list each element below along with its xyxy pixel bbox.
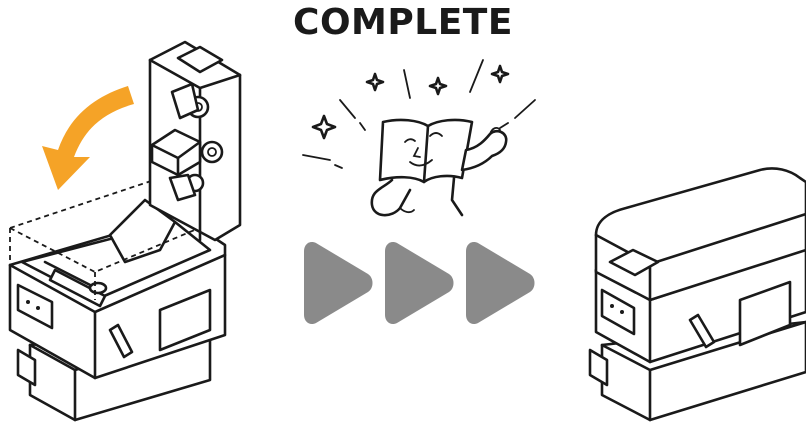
chevron-right-icon <box>385 242 454 324</box>
closed-printer-illustration <box>590 168 806 420</box>
curved-arrow-icon <box>42 86 134 190</box>
chevron-right-icon <box>304 242 373 324</box>
chevron-right-icon <box>466 242 535 324</box>
happy-mascot <box>303 60 535 215</box>
progress-indicator <box>304 242 535 324</box>
